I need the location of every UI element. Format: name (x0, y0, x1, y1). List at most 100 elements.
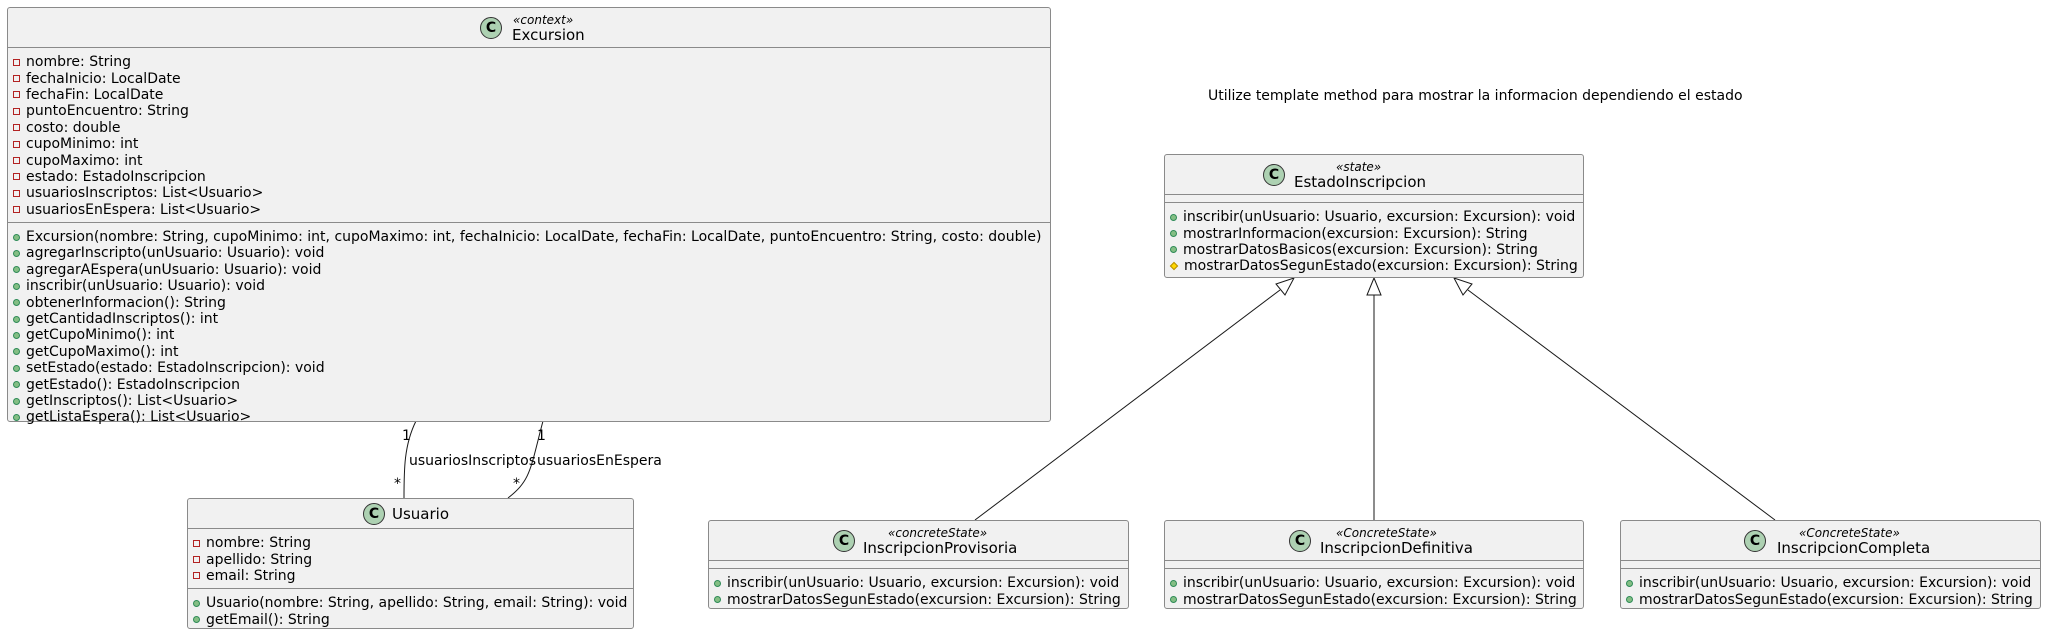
attribute-text: puntoEncuentro: String (26, 103, 189, 120)
class-inscripcion-definitiva[interactable]: C «ConcreteState» InscripcionDefinitiva … (1164, 520, 1584, 609)
method-text: agregarInscripto(unUsuario: Usuario): vo… (26, 245, 325, 262)
class-c-icon: C (480, 17, 502, 39)
public-visibility-icon (13, 381, 20, 389)
method-row: mostrarInformacion(excursion: Excursion)… (1165, 225, 1583, 242)
stereotype: «ConcreteState» (1336, 526, 1437, 540)
method-row: getInscriptos(): List<Usuario> (8, 393, 1050, 409)
public-visibility-icon (1170, 596, 1177, 604)
public-visibility-icon (13, 413, 20, 421)
stereotype: «ConcreteState» (1799, 526, 1900, 540)
attribute-row: usuariosInscriptos: List<Usuario> (8, 185, 1050, 201)
attribute-text: nombre: String (26, 54, 131, 71)
attributes-section (709, 561, 1128, 569)
method-row: getCupoMinimo(): int (8, 327, 1050, 343)
method-row: setEstado(estado: EstadoInscripcion): vo… (8, 360, 1050, 376)
attribute-row: email: String (188, 568, 633, 584)
attribute-row: fechaFin: LocalDate (8, 87, 1050, 103)
method-text: getEmail(): String (206, 611, 330, 628)
methods-section: inscribir(unUsuario: Usuario, excursion:… (709, 569, 1128, 612)
class-c-icon: C (363, 503, 385, 525)
attribute-row: puntoEncuentro: String (8, 103, 1050, 119)
attribute-row: estado: EstadoInscripcion (8, 169, 1050, 185)
method-text: obtenerInformacion(): String (26, 294, 226, 311)
public-visibility-icon (13, 315, 20, 323)
class-name: Usuario (392, 505, 450, 523)
class-name: EstadoInscripcion (1294, 173, 1427, 191)
attribute-text: cupoMinimo: int (26, 136, 139, 153)
attribute-text: usuariosInscriptos: List<Usuario> (26, 185, 264, 202)
class-c-icon: C (1744, 530, 1766, 552)
method-row: mostrarDatosSegunEstado(excursion: Excur… (1165, 591, 1583, 608)
public-visibility-icon (13, 282, 20, 290)
public-visibility-icon (13, 249, 20, 257)
public-visibility-icon (193, 599, 200, 607)
method-text: setEstado(estado: EstadoInscripcion): vo… (26, 360, 325, 377)
private-visibility-icon (193, 539, 200, 547)
public-visibility-icon (13, 348, 20, 356)
method-text: Excursion(nombre: String, cupoMinimo: in… (26, 229, 1042, 246)
class-header: C «ConcreteState» InscripcionDefinitiva (1165, 521, 1583, 561)
class-inscripcion-provisoria[interactable]: C «concreteState» InscripcionProvisoria … (708, 520, 1129, 609)
method-row: agregarInscripto(unUsuario: Usuario): vo… (8, 245, 1050, 261)
private-visibility-icon (13, 124, 20, 132)
method-text: inscribir(unUsuario: Usuario, excursion:… (1183, 209, 1576, 226)
attribute-row: costo: double (8, 120, 1050, 136)
association-usuarios-en-espera-line (507, 420, 544, 499)
method-row: mostrarDatosSegunEstado(excursion: Excur… (709, 591, 1128, 608)
generalization-completa-line (1467, 289, 1776, 521)
class-header: C «ConcreteState» InscripcionCompleta (1621, 521, 2040, 561)
attributes-section (1621, 561, 2040, 569)
class-header: C «concreteState» InscripcionProvisoria (709, 521, 1128, 561)
mult-espera-to: * (513, 476, 520, 492)
method-row: getCantidadInscriptos(): int (8, 311, 1050, 327)
attributes-section (1165, 195, 1583, 203)
association-usuarios-inscriptos-line (403, 420, 417, 499)
attribute-row: fechaInicio: LocalDate (8, 70, 1050, 87)
public-visibility-icon (193, 616, 200, 624)
method-text: inscribir(unUsuario: Usuario, excursion:… (1183, 575, 1576, 592)
method-text: inscribir(unUsuario: Usuario): void (26, 278, 265, 295)
private-visibility-icon (13, 140, 20, 148)
class-header: C «state» EstadoInscripcion (1165, 155, 1583, 195)
method-row: inscribir(unUsuario: Usuario, excursion:… (1165, 575, 1583, 591)
method-text: getInscriptos(): List<Usuario> (26, 393, 239, 409)
method-row: inscribir(unUsuario: Usuario, excursion:… (1621, 575, 2040, 591)
private-visibility-icon (193, 556, 200, 564)
class-estado-inscripcion[interactable]: C «state» EstadoInscripcion inscribir(un… (1164, 154, 1584, 278)
private-visibility-icon (13, 58, 20, 66)
public-visibility-icon (1626, 579, 1633, 587)
generalization-completa-arrowhead (1452, 277, 1473, 296)
method-text: getCupoMinimo(): int (26, 327, 175, 344)
attribute-text: usuariosEnEspera: List<Usuario> (26, 201, 262, 218)
methods-section: inscribir(unUsuario: Usuario, excursion:… (1165, 569, 1583, 612)
method-row: getEmail(): String (188, 612, 633, 628)
stereotype: «concreteState» (888, 526, 988, 540)
method-row: getEstado(): EstadoInscripcion (8, 376, 1050, 393)
method-text: getListaEspera(): List<Usuario> (26, 409, 252, 426)
method-row: inscribir(unUsuario: Usuario, excursion:… (1165, 209, 1583, 225)
mult-inscriptos-to: * (394, 476, 401, 492)
public-visibility-icon (1170, 230, 1177, 238)
attribute-row: nombre: String (8, 54, 1050, 70)
method-row: getCupoMaximo(): int (8, 344, 1050, 360)
association-label-usuarios-inscriptos: usuariosInscriptos (409, 453, 536, 469)
class-name: InscripcionDefinitiva (1320, 539, 1473, 557)
private-visibility-icon (13, 189, 20, 197)
private-visibility-icon (13, 107, 20, 115)
attribute-row: cupoMaximo: int (8, 152, 1050, 169)
class-c-icon: C (1289, 530, 1311, 552)
public-visibility-icon (13, 266, 20, 274)
method-text: Usuario(nombre: String, apellido: String… (206, 595, 628, 612)
private-visibility-icon (13, 75, 20, 83)
public-visibility-icon (714, 579, 721, 587)
stereotype: «context» (513, 13, 574, 27)
class-inscripcion-completa[interactable]: C «ConcreteState» InscripcionCompleta in… (1620, 520, 2041, 609)
method-text: mostrarDatosSegunEstado(excursion: Excur… (727, 591, 1121, 608)
attribute-row: apellido: String (188, 551, 633, 568)
private-visibility-icon (193, 572, 200, 580)
